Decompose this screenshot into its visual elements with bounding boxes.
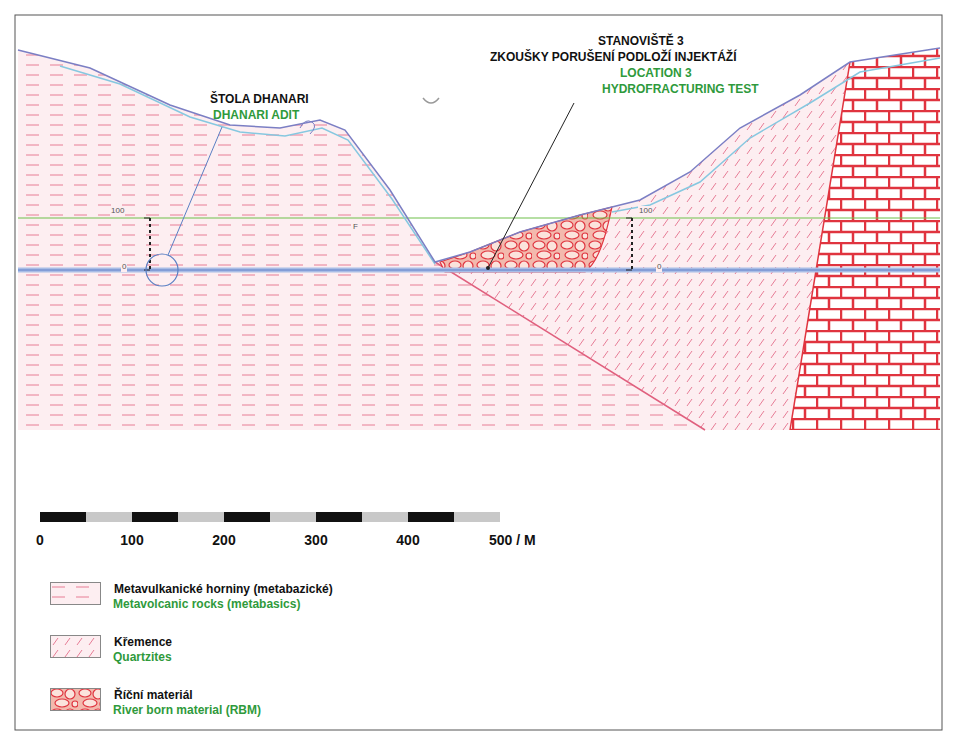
label-text: 100 xyxy=(120,532,143,549)
leader-line xyxy=(488,103,574,268)
legend-entry: Říční materiál xyxy=(50,688,193,712)
limestone-rock xyxy=(790,48,940,430)
label-text: ŠTOLA DHANARI xyxy=(210,92,309,106)
adit-marker xyxy=(146,254,178,286)
label-text: Quartzites xyxy=(113,650,172,664)
legend-text: Křemence xyxy=(114,635,172,649)
label-text: 400 xyxy=(396,532,419,549)
legend-entry: Metavulkanické horniny (metabazické) xyxy=(50,582,333,606)
legend-entry: Křemence xyxy=(50,635,172,659)
legend-text: Říční materiál xyxy=(114,688,193,702)
label-text: 0 xyxy=(656,262,662,272)
label-text: HYDROFRACTURING TEST xyxy=(602,82,759,96)
label-text: DHANARI ADIT xyxy=(213,108,299,122)
legend-text: Metavulkanické horniny (metabazické) xyxy=(114,582,333,596)
legend-swatch xyxy=(50,635,102,659)
label-text: 0 xyxy=(121,262,127,272)
river-born-material xyxy=(440,207,612,272)
label-text: STANOVIŠTĚ 3 xyxy=(598,34,684,48)
scale-bar xyxy=(40,512,500,522)
label-text: LOCATION 3 xyxy=(620,66,692,80)
metavolcanic-rock xyxy=(18,48,940,430)
label-text: 200 xyxy=(212,532,235,549)
label-text: 100 xyxy=(638,206,653,216)
label-text: 300 xyxy=(304,532,327,549)
label-text: F xyxy=(352,222,359,232)
label-text: 100 xyxy=(110,206,125,216)
label-text: 500 / M xyxy=(489,532,536,549)
legend-swatch xyxy=(50,688,102,712)
label-text: River born material (RBM) xyxy=(113,703,261,717)
label-text: Metavolcanic rocks (metabasics) xyxy=(113,597,300,611)
quartzite-rock xyxy=(435,62,850,430)
label-text: 0 xyxy=(36,532,44,549)
legend-swatch xyxy=(50,582,102,606)
fault-line xyxy=(435,262,705,430)
leader-line xyxy=(168,127,222,255)
label-text: ZKOUŠKY PORUŠENÍ PODLOŽÍ INJEKTÁŽÍ xyxy=(490,50,736,64)
ground-surface xyxy=(18,48,940,262)
